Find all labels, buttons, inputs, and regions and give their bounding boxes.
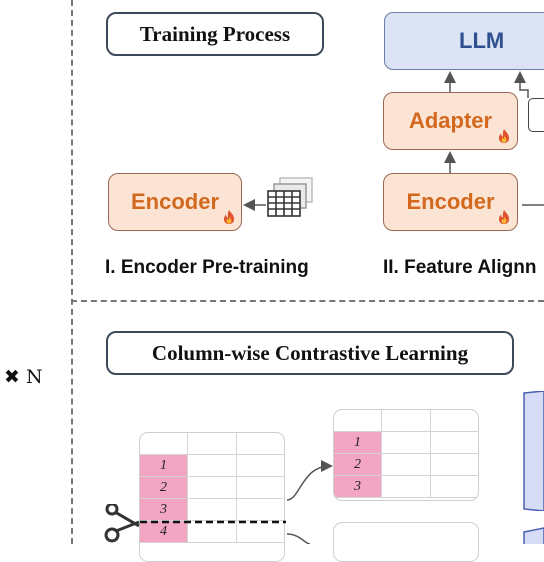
table-cell [431, 476, 478, 498]
llm-box: LLM [384, 12, 544, 70]
scissors-icon [104, 504, 140, 543]
adapter-box: Adapter [383, 92, 518, 150]
encoder-trapezoid [523, 391, 544, 511]
stage2-label: II. Feature Alignn [383, 257, 537, 278]
table-row-number: 3 [140, 499, 188, 521]
table-row-number: 3 [334, 476, 382, 498]
table-cell [237, 499, 284, 521]
vertical-divider [71, 0, 73, 544]
table-row-number: 1 [334, 432, 382, 454]
table-cell [188, 433, 237, 455]
table-cell [188, 499, 237, 521]
fire-icon [499, 210, 509, 224]
table-cell [382, 476, 431, 498]
adapter-label: Adapter [408, 108, 493, 133]
llm-label: LLM [459, 28, 505, 53]
table-cell [188, 521, 237, 543]
encoder-box-stage2: Encoder [383, 173, 518, 231]
table-cell [188, 455, 237, 477]
table-cell [188, 477, 237, 499]
encoder-label: Encoder [130, 189, 220, 214]
bottom-arrows [286, 460, 333, 544]
table-cell [382, 454, 431, 476]
table-cell [140, 433, 188, 455]
encoder-box-stage1: Encoder [108, 173, 242, 231]
table-cell [382, 410, 431, 432]
table-cell [237, 477, 284, 499]
table-cell [237, 433, 284, 455]
table-row-number: 4 [140, 521, 188, 543]
training-process-title: Training Process [106, 12, 324, 56]
table-cell [431, 432, 478, 454]
partial-input-box [528, 98, 544, 132]
stage1-label: I. Encoder Pre-training [105, 257, 309, 278]
table-cell [237, 455, 284, 477]
table-cell [431, 410, 478, 432]
table-cell [382, 432, 431, 454]
table-icon [267, 177, 313, 217]
fire-icon [499, 129, 509, 143]
right-table: 1 2 3 [333, 409, 479, 501]
table-row-number: 2 [140, 477, 188, 499]
table-row-number: 1 [140, 455, 188, 477]
fire-icon [224, 210, 234, 224]
horizontal-divider [71, 300, 544, 302]
encoder-label: Encoder [406, 189, 495, 214]
top-arrows [243, 71, 544, 211]
table-cell [334, 410, 382, 432]
table-cell [237, 521, 284, 543]
encoder-trapezoid-lower [523, 527, 544, 544]
repeat-label: ✖ N [4, 366, 43, 388]
cut-line [140, 520, 286, 524]
table-row-number: 2 [334, 454, 382, 476]
table-cell [431, 454, 478, 476]
column-wise-contrastive-learning-title: Column-wise Contrastive Learning [106, 331, 514, 375]
